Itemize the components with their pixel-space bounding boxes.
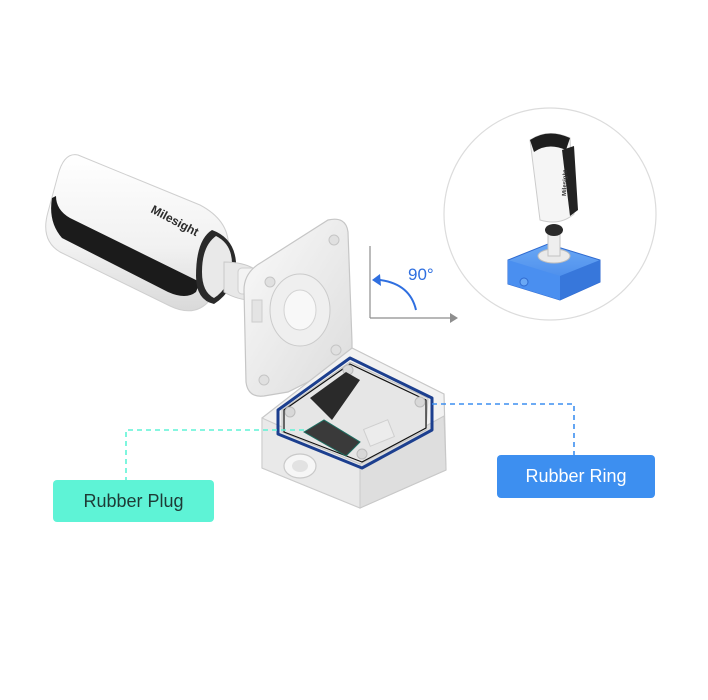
angle-label: 90° bbox=[408, 265, 434, 284]
inset-logo: Milesight bbox=[562, 170, 569, 196]
junction-box-lid bbox=[243, 218, 353, 397]
assembled-inset: Milesight bbox=[443, 107, 657, 321]
rubber-ring-label: Rubber Ring bbox=[497, 455, 655, 498]
bullet-camera: Milesight bbox=[45, 154, 263, 312]
junction-box-base bbox=[261, 347, 447, 509]
angle-indicator bbox=[369, 246, 458, 323]
rubber-ring-connector bbox=[432, 403, 575, 455]
rubber-plug-connector bbox=[125, 429, 304, 480]
rubber-plug-label: Rubber Plug bbox=[53, 480, 214, 522]
